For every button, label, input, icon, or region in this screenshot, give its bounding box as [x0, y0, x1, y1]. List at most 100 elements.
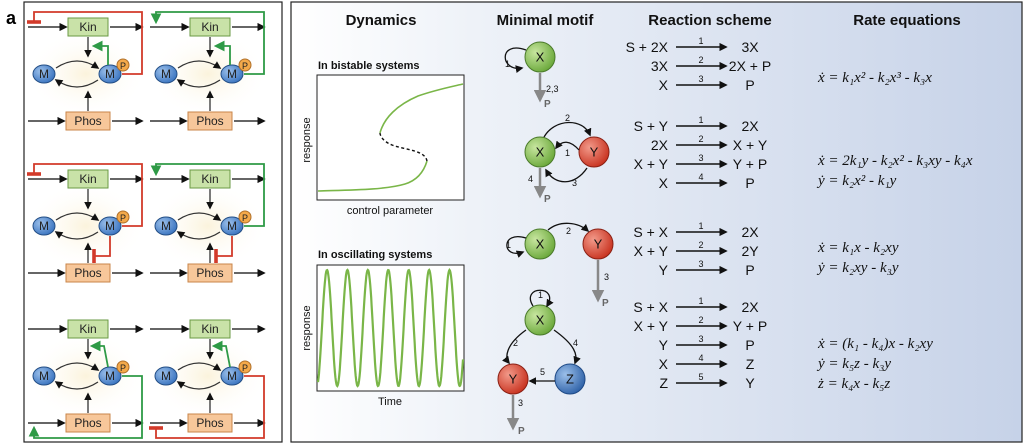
phospho-substrate-label: M — [105, 67, 115, 81]
reaction-rate-label: 4 — [698, 172, 703, 182]
motif-node-label: X — [536, 313, 545, 328]
motif-node-label: Y — [509, 372, 518, 387]
rate-equation: ẏ = k₅z - k₃y — [816, 356, 891, 372]
motif-rate-label: 3 — [518, 398, 523, 408]
phosphatase-box — [187, 413, 233, 433]
motif-node — [524, 136, 556, 168]
reaction-rhs: X + Y — [733, 137, 768, 153]
motif-haze — [26, 182, 146, 270]
motif-rate-label: 4 — [528, 174, 533, 184]
phosphate-label: P — [242, 61, 248, 71]
bistable-plot-frame — [316, 74, 465, 201]
motif-rate-label: 1 — [505, 59, 510, 69]
phosphate-label: P — [242, 363, 248, 373]
motif-node-label: X — [536, 237, 545, 252]
phosphatase-label: Phos — [196, 416, 223, 430]
motif-haze — [26, 30, 146, 118]
reaction-lhs: X — [659, 356, 669, 372]
phosphatase-box — [187, 263, 233, 283]
motif-node-label: Y — [594, 237, 603, 252]
motif-arrow — [545, 167, 588, 183]
bistable-curve-unstable — [379, 132, 428, 162]
bistable-curve-upper — [379, 83, 464, 134]
substrate-node — [154, 64, 178, 84]
phospho-substrate-node — [220, 64, 244, 84]
substrate-label: M — [161, 219, 171, 233]
reaction-lhs: 3X — [651, 58, 669, 74]
phospho-substrate-label: M — [105, 219, 115, 233]
phosphatase-label: Phos — [74, 266, 101, 280]
reaction-rate-label: 1 — [698, 221, 703, 231]
motif-arrow — [506, 235, 527, 258]
substrate-label: M — [39, 369, 49, 383]
reaction-rate-label: 4 — [698, 353, 703, 363]
motif-node — [524, 41, 556, 73]
dephosphorylation-arrow — [176, 231, 221, 240]
substrate-label: M — [161, 369, 171, 383]
motif-node — [524, 228, 556, 260]
rate-equation: ż = k₄x - k₅z — [817, 376, 890, 392]
motif-arrow — [504, 47, 527, 73]
rate-equation: ẋ = (k₁ - k₄)x - k₂xy — [817, 336, 933, 352]
outer-feedback-arrow — [28, 375, 143, 439]
bistable-x-axis-label: control parameter — [347, 205, 434, 217]
phospho-substrate-label: M — [227, 67, 237, 81]
dephosphorylation-arrow — [54, 79, 99, 88]
oscillating-x-axis-label: Time — [378, 396, 402, 408]
product-label: P — [602, 298, 609, 309]
motif-arrow — [555, 140, 580, 151]
motif-arrow — [553, 329, 581, 365]
dephosphorylation-arrow — [54, 381, 99, 390]
kinase-label: Kin — [201, 20, 218, 34]
motif-node-label: X — [536, 145, 545, 160]
header-minimal-motif: Minimal motif — [497, 12, 595, 29]
motif-arrow — [502, 329, 527, 365]
phospho-substrate-label: M — [105, 369, 115, 383]
reaction-lhs: Y — [659, 262, 669, 278]
reaction-rhs: Y + P — [733, 156, 767, 172]
motif-node — [582, 228, 614, 260]
motif-rate-label: 2 — [513, 338, 518, 348]
reaction-lhs: Y — [659, 337, 669, 353]
reaction-rhs: 2X — [741, 118, 759, 134]
substrate-node — [32, 366, 56, 386]
kinase-box — [189, 17, 231, 37]
reaction-lhs: S + X — [633, 299, 668, 315]
substrate-label: M — [39, 219, 49, 233]
inner-feedback-arrow — [89, 340, 109, 368]
kinase-label: Kin — [79, 322, 96, 336]
phosphatase-box — [65, 111, 111, 131]
inner-feedback-arrow — [214, 236, 233, 264]
reaction-rhs: Z — [746, 356, 755, 372]
motif-rate-label: 1 — [506, 240, 511, 250]
inner-feedback-arrow — [92, 236, 111, 264]
reaction-lhs: S + Y — [634, 118, 669, 134]
header-rate-equations: Rate equations — [853, 12, 961, 29]
inner-feedback-arrow — [213, 40, 231, 65]
reaction-rate-label: 3 — [698, 74, 703, 84]
phosphate-label: P — [120, 213, 126, 223]
motif-rate-label: 4 — [573, 338, 578, 348]
rate-equation: ẋ = k₁x - k₂xy — [817, 240, 899, 256]
outer-feedback-arrow — [26, 11, 143, 75]
phospho-substrate-node — [98, 366, 122, 386]
phosphorylation-arrow — [177, 362, 222, 371]
oscillating-curve — [316, 268, 465, 388]
reaction-rhs: 2Y — [741, 243, 759, 259]
oscillating-subtitle: In oscillating systems — [318, 249, 432, 261]
substrate-node — [32, 216, 56, 236]
rate-equation: ẋ = k₁x² - k₂x³ - k₃x — [817, 70, 932, 86]
phosphate-label: P — [120, 363, 126, 373]
phosphorylation-arrow — [55, 60, 100, 69]
phosphatase-box — [187, 111, 233, 131]
motif-rate-label: 5 — [540, 367, 545, 377]
kinase-label: Kin — [79, 172, 96, 186]
inner-feedback-arrow — [211, 340, 231, 368]
